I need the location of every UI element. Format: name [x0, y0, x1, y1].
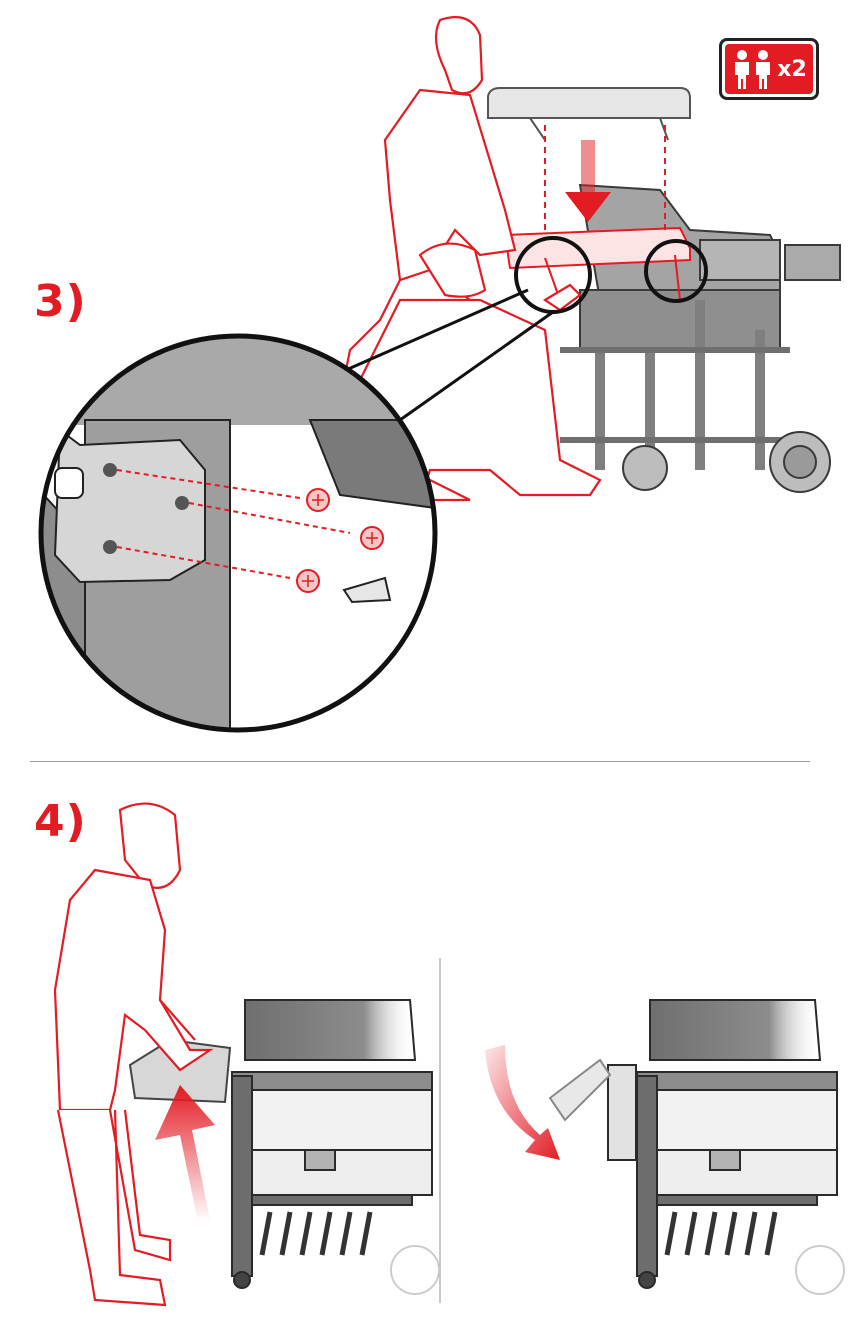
- shelf-preview: [488, 88, 690, 140]
- grill-left-step4: [232, 1000, 439, 1294]
- person-lifting-step4: [55, 804, 210, 1305]
- two-person-badge: x2: [719, 38, 819, 100]
- step-number-4: 4): [34, 796, 87, 847]
- section-divider: [30, 761, 810, 762]
- step-number-3: 3): [34, 276, 87, 327]
- person-count-label: x2: [777, 57, 807, 82]
- grill-right-step4: [550, 1000, 844, 1294]
- up-arrow: [155, 1085, 215, 1222]
- rotate-arrow: [485, 1045, 560, 1160]
- two-people-icon: [731, 49, 775, 89]
